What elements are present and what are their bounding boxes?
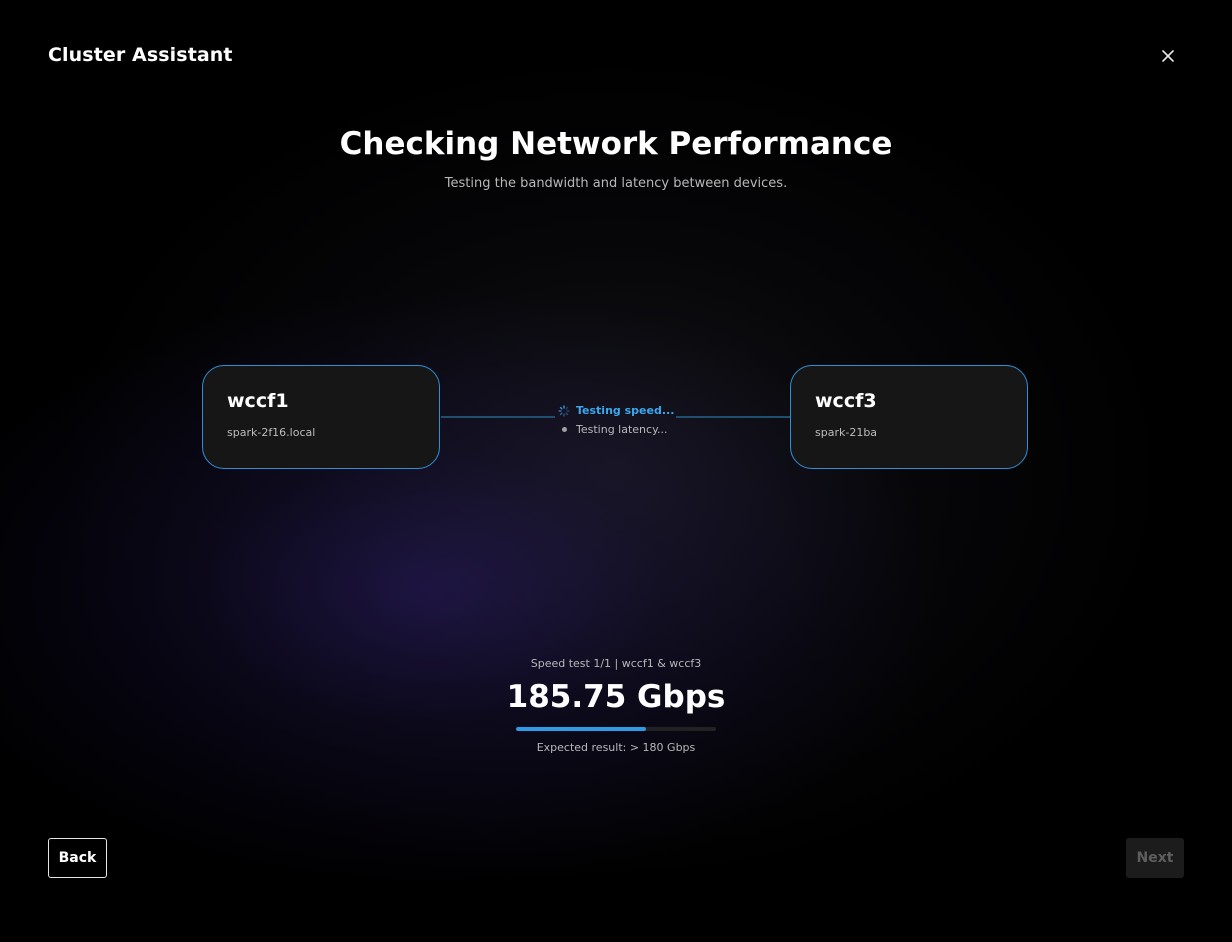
speed-test-progress [516, 727, 716, 731]
status-speed: Testing speed... [558, 401, 674, 420]
dot-icon [558, 424, 570, 436]
node-card-target: wccf3 spark-21ba [790, 365, 1028, 469]
node-card-source: wccf1 spark-2f16.local [202, 365, 440, 469]
link-line-right [676, 416, 790, 418]
status-speed-label: Testing speed... [576, 404, 675, 417]
status-latency: Testing latency... [558, 420, 674, 439]
expected-result: Expected result: > 180 Gbps [536, 741, 696, 754]
spinner-icon [558, 404, 570, 417]
node-host: spark-21ba [815, 426, 878, 439]
close-button[interactable] [1157, 45, 1179, 67]
progress-fill [516, 727, 646, 731]
window-title: Cluster Assistant [48, 44, 233, 66]
close-icon [1162, 50, 1174, 62]
back-button[interactable]: Back [48, 838, 107, 878]
link-status: Testing speed... Testing latency... [558, 401, 674, 439]
node-name: wccf1 [227, 390, 289, 412]
speed-test-value: 185.75 Gbps [506, 679, 726, 715]
node-host: spark-2f16.local [227, 426, 316, 439]
speed-test-label: Speed test 1/1 | wccf1 & wccf3 [530, 657, 702, 670]
status-latency-label: Testing latency... [576, 423, 668, 436]
node-name: wccf3 [815, 390, 877, 412]
page-heading: Checking Network Performance [339, 126, 893, 162]
page-subheading: Testing the bandwidth and latency betwee… [444, 176, 788, 191]
link-line-left [441, 416, 555, 418]
next-button[interactable]: Next [1126, 838, 1184, 878]
